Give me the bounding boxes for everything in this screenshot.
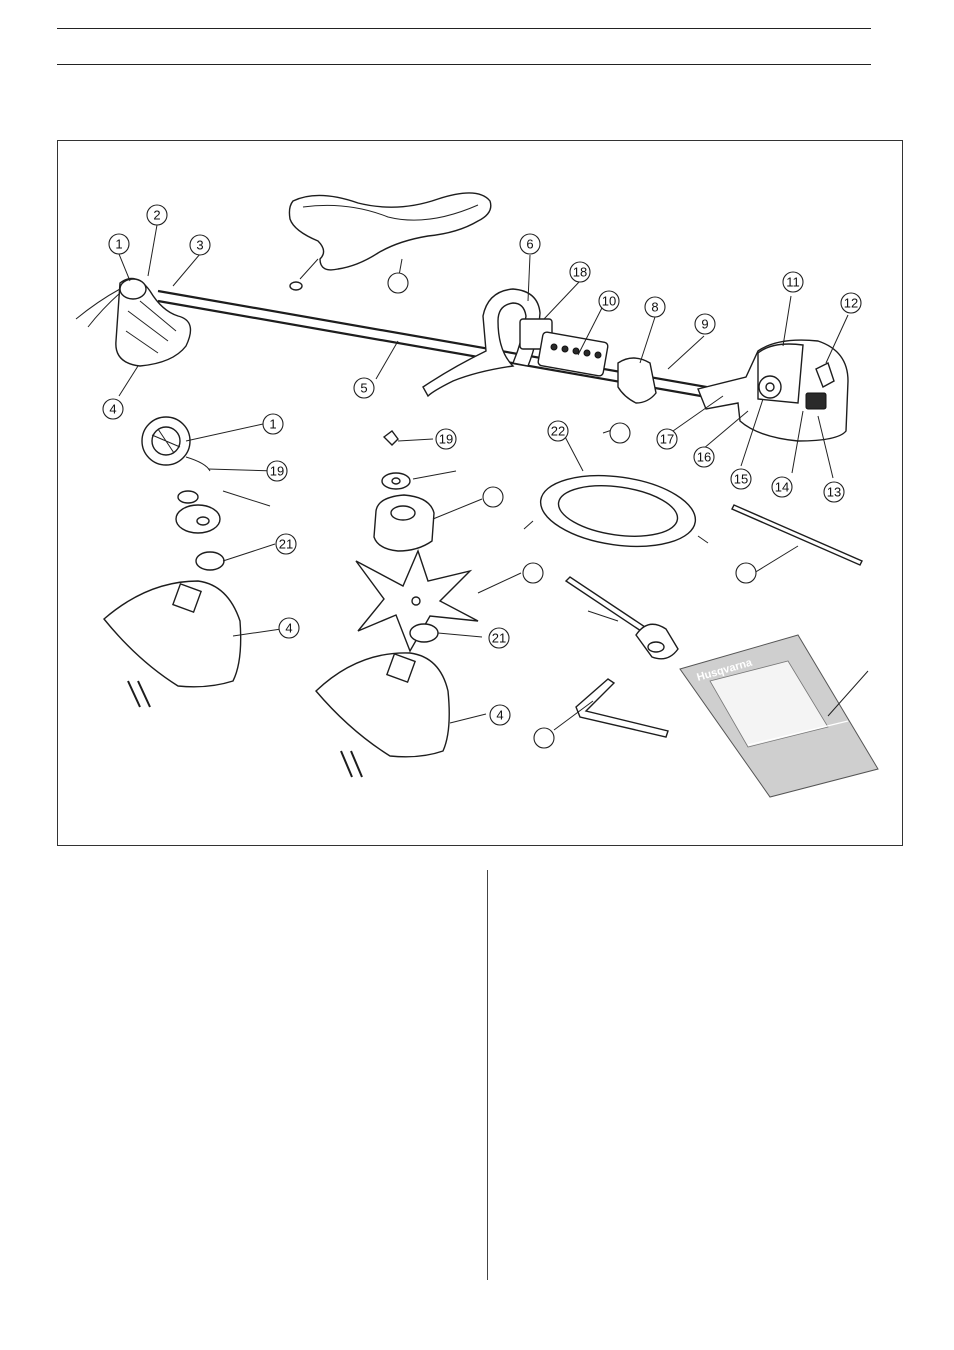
header-rule-bottom	[57, 64, 871, 65]
callout-10: 10	[599, 291, 619, 311]
callout-14: 14	[772, 477, 792, 497]
callout-16: 16	[694, 447, 714, 467]
operators-manual: Husqvarna	[680, 635, 878, 797]
callout-18: 18	[570, 262, 590, 282]
svg-text:8: 8	[651, 300, 658, 315]
drill-rod	[732, 505, 862, 565]
callout-blank-blade	[523, 563, 543, 583]
blade-parts	[316, 431, 478, 777]
combination-spanner	[566, 577, 678, 659]
callout-21: 21	[276, 534, 296, 554]
transport-guard	[524, 466, 708, 555]
callout-1: 1	[109, 234, 129, 254]
parts-illustration: Husqvarna	[57, 140, 903, 846]
callout-blank-harness	[388, 273, 408, 293]
svg-text:17: 17	[660, 432, 674, 447]
callout-13: 13	[824, 482, 844, 502]
svg-text:13: 13	[827, 485, 841, 500]
svg-text:18: 18	[573, 265, 587, 280]
callout-5: 5	[354, 378, 374, 398]
engine-unit	[698, 340, 848, 441]
svg-text:21: 21	[279, 537, 293, 552]
svg-text:11: 11	[786, 275, 800, 290]
callout-17: 17	[657, 429, 677, 449]
callout-3: 3	[190, 235, 210, 255]
svg-text:10: 10	[602, 294, 616, 309]
callout-11: 11	[783, 272, 803, 292]
callout-15: 15	[731, 469, 751, 489]
callout-9: 9	[695, 314, 715, 334]
column-divider	[487, 870, 488, 1280]
svg-text:15: 15	[734, 472, 748, 487]
callout-blank-throttle	[610, 423, 630, 443]
svg-text:16: 16	[697, 450, 711, 465]
svg-text:2: 2	[153, 208, 160, 223]
callout-21b: 21	[489, 628, 509, 648]
callout-8: 8	[645, 297, 665, 317]
callout-19b: 19	[436, 429, 456, 449]
callout-12: 12	[841, 293, 861, 313]
callout-22: 22	[548, 421, 568, 441]
drive-shaft	[158, 291, 758, 406]
callout-19: 19	[267, 461, 287, 481]
svg-text:14: 14	[775, 480, 789, 495]
svg-text:12: 12	[844, 296, 858, 311]
callout-4b: 4	[279, 618, 299, 638]
svg-text:5: 5	[360, 381, 367, 396]
parts-drawing: Husqvarna	[58, 141, 904, 847]
svg-text:4: 4	[109, 402, 116, 417]
hex-key	[576, 679, 668, 737]
svg-text:3: 3	[196, 238, 203, 253]
callout-4: 4	[103, 399, 123, 419]
svg-text:22: 22	[551, 424, 565, 439]
loop-handle	[423, 289, 552, 396]
svg-text:21: 21	[492, 631, 506, 646]
svg-text:9: 9	[701, 317, 708, 332]
callout-4c: 4	[490, 705, 510, 725]
callout-blank-rod	[736, 563, 756, 583]
callout-blank-hexkey	[534, 728, 554, 748]
trimmer-head-assembly	[76, 279, 191, 367]
svg-text:1: 1	[269, 417, 276, 432]
callout-6: 6	[520, 234, 540, 254]
svg-text:19: 19	[270, 464, 284, 479]
callout-2: 2	[147, 205, 167, 225]
trimmer-spool-parts	[104, 417, 241, 707]
svg-text:1: 1	[115, 237, 122, 252]
svg-text:4: 4	[496, 708, 503, 723]
header-rule-top	[57, 28, 871, 29]
callout-blank-support	[483, 487, 503, 507]
callout-1b: 1	[263, 414, 283, 434]
svg-text:4: 4	[285, 621, 292, 636]
harness-strap	[289, 193, 490, 290]
svg-text:6: 6	[526, 237, 533, 252]
svg-text:19: 19	[439, 432, 453, 447]
throttle-handle	[538, 332, 656, 403]
